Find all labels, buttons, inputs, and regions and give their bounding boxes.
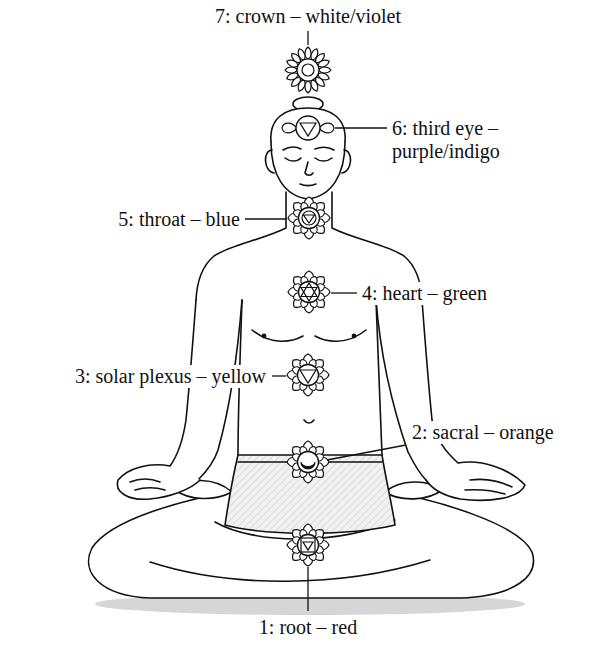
chakra-label: 1: root – red — [256, 616, 360, 639]
solar-plexus-lotus — [287, 354, 329, 396]
mouth — [300, 184, 316, 186]
heart-lotus — [288, 271, 330, 313]
leader-line — [272, 375, 286, 376]
leader-line — [307, 31, 308, 45]
nipple — [262, 334, 265, 337]
leader-line — [307, 567, 308, 611]
chakra-label: 6: third eye – purple/indigo — [389, 117, 555, 163]
throat-lotus — [288, 197, 330, 239]
arm — [376, 300, 426, 480]
nose — [305, 162, 313, 175]
fingers — [465, 479, 512, 494]
chakra-label: 2: sacral – orange — [409, 421, 557, 444]
hair — [271, 108, 345, 142]
chakra-symbols — [282, 47, 334, 566]
chest-line — [315, 330, 366, 341]
chakra-label: 7: crown – white/violet — [212, 5, 404, 28]
ear — [342, 150, 351, 173]
leader-line — [335, 127, 387, 128]
hand — [117, 465, 200, 500]
third-eye-symbol — [282, 116, 334, 140]
closed-eyes — [285, 158, 332, 161]
hand — [426, 462, 525, 500]
face — [271, 142, 345, 199]
nipple — [352, 334, 355, 337]
ear — [265, 150, 274, 173]
shorts — [225, 455, 395, 533]
figure-outline — [89, 97, 534, 598]
leader-line — [331, 292, 357, 293]
eyebrows — [283, 147, 334, 150]
root-lotus — [287, 524, 329, 566]
crown-lotus — [285, 47, 331, 93]
leader-line — [245, 218, 287, 219]
fingers — [130, 479, 165, 490]
chest-line — [252, 330, 303, 341]
chakra-label: 4: heart – green — [359, 282, 490, 305]
leader-line — [327, 445, 406, 460]
navel — [304, 420, 314, 423]
chakra-label: 5: throat – blue — [115, 208, 243, 231]
shin-line — [150, 560, 430, 581]
arm — [198, 300, 242, 480]
chakra-label: 3: solar plexus – yellow — [72, 365, 269, 388]
leader-lines — [245, 31, 406, 611]
sacral-lotus — [287, 441, 329, 483]
